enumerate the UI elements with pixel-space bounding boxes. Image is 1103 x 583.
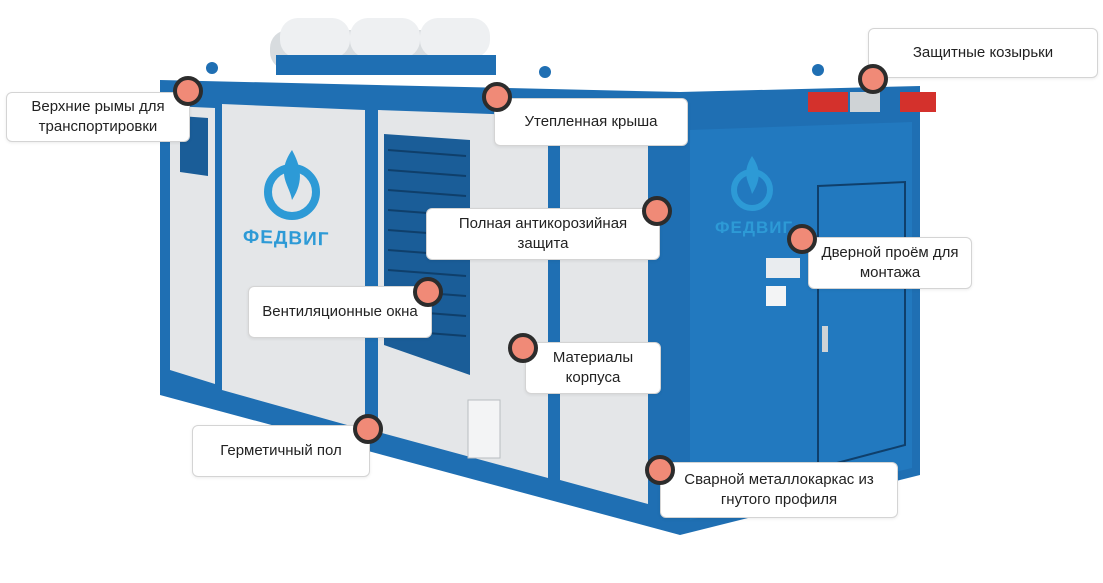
brand-text-right: ФЕДВИГ <box>715 218 794 237</box>
marker-door-opening <box>787 224 817 254</box>
marker-body-materials <box>508 333 538 363</box>
brand-text-left: ФЕДВИГ <box>243 226 330 251</box>
callout-anticorrosion: Полная антикорозийная защита <box>426 208 660 260</box>
callout-insulated-roof: Утепленная крыша <box>494 98 688 146</box>
marker-top-lifting-eyes <box>173 76 203 106</box>
container-end <box>680 86 936 535</box>
brand-logo-right <box>731 156 773 211</box>
callout-top-lifting-eyes: Верхние рымы для транспортировки <box>6 92 190 142</box>
marker-anticorrosion <box>642 196 672 226</box>
callout-ventilation-windows-text: Вентиляционные окна <box>262 303 418 320</box>
callout-ventilation-windows: Вентиляционные окна <box>248 286 432 338</box>
callout-body-materials: Материалы корпуса <box>525 342 661 394</box>
callout-top-lifting-eyes-text: Верхние рымы для транспортировки <box>31 98 165 135</box>
callout-sealed-floor-text: Герметичный пол <box>220 442 342 459</box>
brand-logo-left <box>264 150 320 220</box>
callout-protective-visors: Защитные козырьки <box>868 28 1098 78</box>
exhaust-pipes <box>270 18 496 75</box>
callout-anticorrosion-text: Полная антикорозийная защита <box>458 215 628 252</box>
marker-welded-frame <box>645 455 675 485</box>
callout-body-materials-text: Материалы корпуса <box>552 349 634 386</box>
callout-welded-frame-text: Сварной металлокаркас из гнутого профиля <box>684 471 874 508</box>
marker-insulated-roof <box>482 82 512 112</box>
callout-protective-visors-text: Защитные козырьки <box>912 44 1054 61</box>
lifting-eyes <box>206 62 824 78</box>
callout-door-opening-text: Дверной проём для монтажа <box>821 244 959 281</box>
callout-sealed-floor: Герметичный пол <box>192 425 370 477</box>
callout-welded-frame: Сварной металлокаркас из гнутого профиля <box>660 462 898 518</box>
callout-insulated-roof-text: Утепленная крыша <box>524 113 658 130</box>
marker-protective-visors <box>858 64 888 94</box>
marker-sealed-floor <box>353 414 383 444</box>
callout-door-opening: Дверной проём для монтажа <box>808 237 972 289</box>
marker-ventilation-windows <box>413 277 443 307</box>
